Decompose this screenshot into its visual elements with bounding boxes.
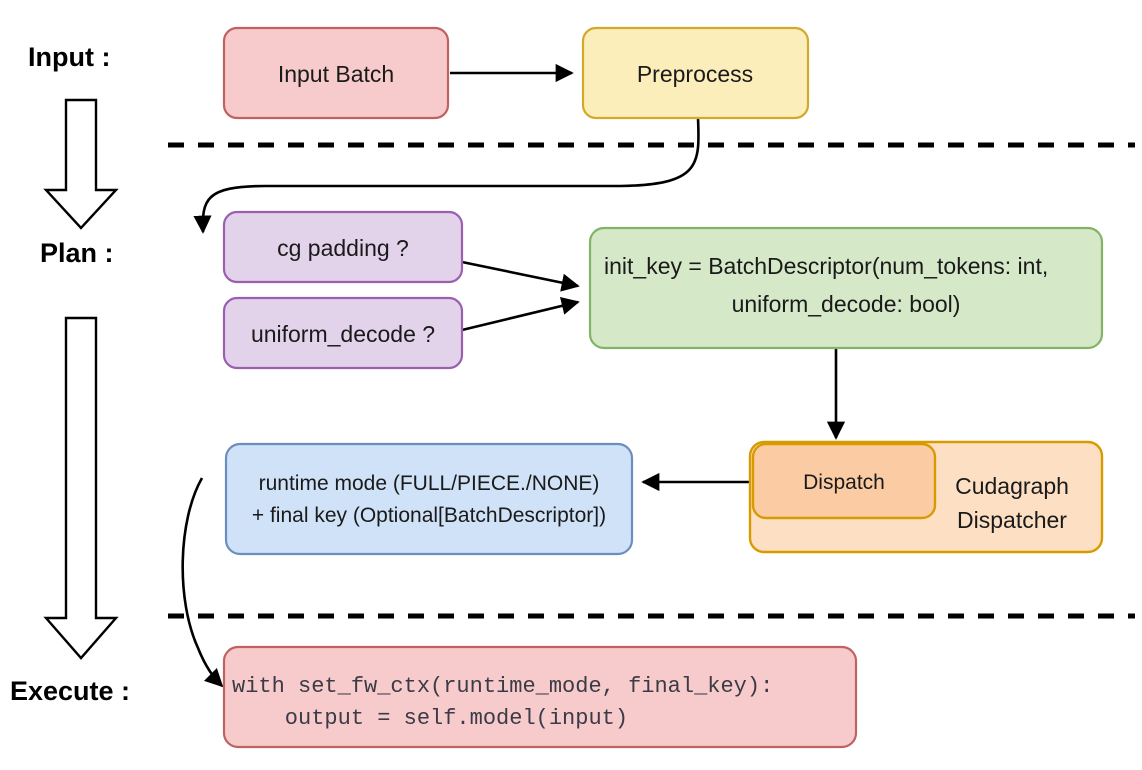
node-runtime-mode-shape	[224, 442, 634, 556]
edge-cg-padding-to-init-key	[461, 260, 580, 292]
node-dispatch-shape	[751, 442, 937, 520]
node-dispatch-label: Dispatch	[803, 471, 885, 494]
node-init-key-line-2: uniform_decode: bool)	[732, 291, 961, 317]
node-uniform-decode-shape	[222, 296, 464, 370]
node-execute-code-line-1: with set_fw_ctx(runtime_mode, final_key)…	[232, 674, 773, 699]
node-init-key-shape	[588, 226, 1104, 350]
node-init-key-line-1: init_key = BatchDescriptor(num_tokens: i…	[604, 253, 1048, 279]
node-dispatch[interactable]: Dispatch	[751, 442, 937, 520]
node-input-batch[interactable]: Input Batch	[222, 26, 450, 120]
node-input-batch-label: Input Batch	[278, 61, 394, 87]
node-runtime-mode-line-1: runtime mode (FULL/PIECE./NONE)	[259, 472, 600, 495]
node-preprocess[interactable]: Preprocess	[581, 26, 810, 120]
edge-runtime-mode-to-execute-code	[181, 477, 224, 688]
node-cg-padding[interactable]: cg padding ?	[222, 210, 464, 284]
node-cg-padding-shape	[222, 210, 464, 284]
stage-label-plan: Plan :	[40, 238, 114, 268]
node-cudagraph-dispatcher-line-1: Cudagraph	[955, 473, 1069, 499]
edge-preprocess-to-cg-padding	[193, 117, 700, 234]
node-preprocess-shape	[581, 26, 810, 120]
node-runtime-mode[interactable]: runtime mode (FULL/PIECE./NONE) + final …	[224, 442, 634, 556]
stage-label-input: Input :	[28, 42, 110, 72]
plan-to-execute-arrow	[43, 316, 119, 660]
node-cg-padding-label: cg padding ?	[277, 235, 409, 261]
node-uniform-decode[interactable]: uniform_decode ?	[222, 296, 464, 370]
node-execute-code[interactable]: with set_fw_ctx(runtime_mode, final_key)…	[222, 645, 858, 749]
node-execute-code-shape	[222, 645, 858, 749]
node-runtime-mode-line-2: + final key (Optional[BatchDescriptor])	[252, 504, 606, 527]
node-cudagraph-dispatcher-line-2: Dispatcher	[957, 507, 1067, 533]
node-init-key[interactable]: init_key = BatchDescriptor(num_tokens: i…	[588, 226, 1104, 350]
input-to-plan-arrow	[43, 98, 119, 230]
node-uniform-decode-label: uniform_decode ?	[251, 321, 435, 347]
node-input-batch-shape	[222, 26, 450, 120]
stage-label-execute: Execute :	[10, 676, 130, 706]
node-execute-code-line-2: output = self.model(input)	[232, 706, 628, 731]
edge-uniform-decode-to-init-key	[461, 296, 580, 332]
node-preprocess-label: Preprocess	[637, 61, 753, 87]
